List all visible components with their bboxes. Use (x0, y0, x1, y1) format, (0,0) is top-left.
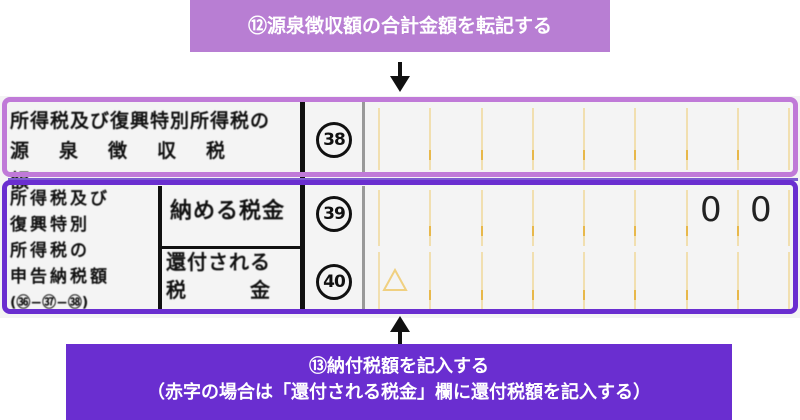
amount-cell[interactable] (582, 108, 637, 170)
amount-cell[interactable] (380, 252, 432, 310)
amount-cell[interactable] (582, 252, 637, 310)
callout-top-text: ⑫源泉徴収額の合計金額を転記する (247, 15, 552, 37)
amount-cell[interactable] (736, 252, 790, 310)
amount-cell[interactable] (685, 108, 739, 170)
amount-cell[interactable] (582, 190, 637, 246)
column-separator (362, 186, 365, 312)
amount-cell[interactable] (480, 108, 534, 170)
group-label-line: 申告納税額 (10, 267, 110, 287)
amount-cell[interactable] (634, 190, 688, 246)
tax-group-label: 所得税及び 復興特別 所得税の 申告納税額 (㊱−㊲−㊳) (10, 186, 160, 316)
form-divider (300, 100, 305, 312)
callout-bottom-line1: ⑬納付税額を記入する (309, 356, 489, 377)
row39-digit: 0 (700, 190, 722, 230)
triangle-mark-icon (382, 267, 408, 292)
highlight-row39-40 (2, 180, 798, 314)
row-divider (8, 178, 798, 181)
form-divider (158, 186, 162, 312)
row40-number-badge: 40 (316, 264, 352, 300)
group-label-line: 復興特別 (10, 215, 90, 235)
group-label-line: 所得税及び (10, 189, 110, 209)
group-label-line: (㊱−㊲−㊳) (10, 295, 89, 311)
row38-amount-cells[interactable] (378, 108, 790, 170)
row40-amount-cells[interactable] (378, 252, 790, 310)
amount-cell[interactable] (429, 252, 483, 310)
row39-digit: 0 (750, 190, 772, 230)
row38-label: 所得税及び復興特別所得税の 源泉徴収税額 (10, 106, 300, 196)
amount-cell[interactable] (480, 252, 534, 310)
amount-cell[interactable] (736, 108, 790, 170)
amount-cell[interactable] (685, 252, 739, 310)
amount-cell[interactable] (531, 190, 585, 246)
amount-cell[interactable] (429, 108, 483, 170)
amount-cell[interactable] (634, 252, 688, 310)
amount-cell[interactable] (736, 190, 790, 246)
row40-label-line2: 税 金 (166, 278, 271, 302)
row40-label-line1: 還付される (166, 250, 271, 274)
row38-label-line1: 所得税及び復興特別所得税の (10, 110, 271, 132)
row40-label: 還付される 税 金 (166, 248, 298, 304)
row-divider (162, 246, 300, 249)
amount-cell[interactable] (380, 108, 432, 170)
row39-number-badge: 39 (316, 196, 352, 232)
amount-cell[interactable] (685, 190, 739, 246)
group-label-line: 所得税の (10, 241, 90, 261)
amount-cell[interactable] (531, 108, 585, 170)
callout-bottom: ⑬納付税額を記入する （赤字の場合は「還付される税金」欄に還付税額を記入する） (66, 344, 732, 420)
callout-bottom-line2: （赤字の場合は「還付される税金」欄に還付税額を記入する） (147, 382, 651, 403)
amount-cell[interactable] (531, 252, 585, 310)
amount-cell[interactable] (480, 190, 534, 246)
amount-cell[interactable] (380, 190, 432, 246)
amount-cell[interactable] (634, 108, 688, 170)
amount-cell[interactable] (429, 190, 483, 246)
column-separator (362, 102, 365, 176)
callout-top: ⑫源泉徴収額の合計金額を転記する (190, 0, 610, 52)
arrow-up-icon (390, 316, 410, 346)
row38-number-badge: 38 (316, 122, 352, 158)
arrow-down-icon (390, 62, 410, 92)
row39-label: 納める税金 (170, 199, 286, 224)
row39-amount-cells[interactable] (378, 190, 790, 246)
highlight-row38 (2, 97, 798, 177)
